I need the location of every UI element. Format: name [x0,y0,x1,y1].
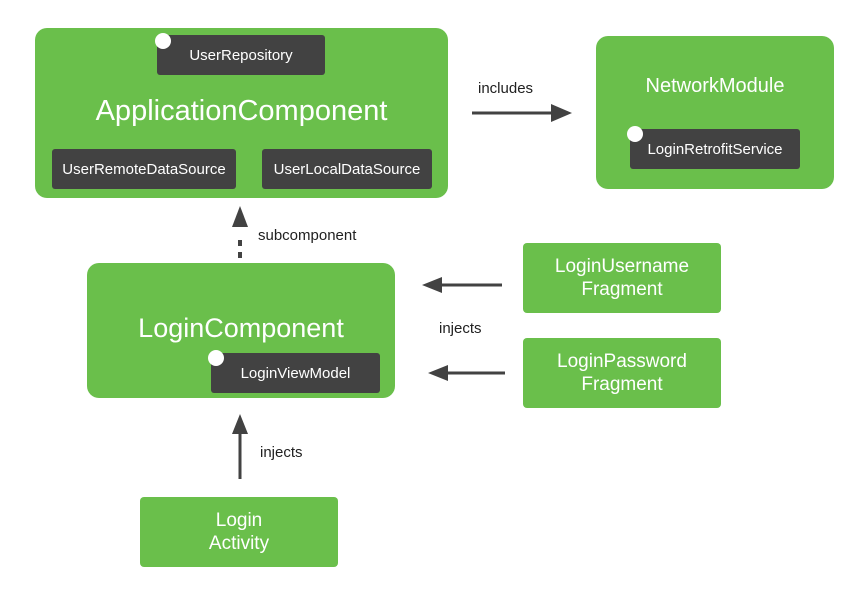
login-retrofit-service-dot [627,126,643,142]
activity-injects-label: injects [260,444,303,461]
user-remote-data-source-label: UserRemoteDataSource [62,160,226,178]
fragments-injects-label: injects [439,320,482,337]
login-activity-title: Login Activity [208,510,270,554]
login-password-fragment-title: LoginPassword Fragment [557,351,687,395]
login-view-model-label: LoginViewModel [240,364,351,382]
user-repository-chip: UserRepository [157,35,325,75]
user-local-data-source-chip: UserLocalDataSource [262,149,432,189]
username-injects-arrow-head [422,277,442,293]
network-module-box: NetworkModule LoginRetrofitService [596,36,834,189]
includes-label: includes [478,80,534,97]
user-local-data-source-label: UserLocalDataSource [273,160,421,178]
password-injects-arrow-head [428,365,448,381]
login-view-model-chip: LoginViewModel [211,353,380,393]
login-view-model-dot [208,350,224,366]
subcomponent-dot-1 [238,252,242,258]
application-component-title: ApplicationComponent [95,95,388,127]
login-username-fragment-title: LoginUsername Fragment [554,256,690,300]
login-component-box: LoginComponent LoginViewModel [87,263,395,398]
includes-arrow-head [551,104,572,122]
login-retrofit-service-chip: LoginRetrofitService [630,129,800,169]
user-repository-label: UserRepository [189,46,293,64]
login-username-fragment-box: LoginUsername Fragment [523,243,721,313]
subcomponent-dot-2 [238,240,242,246]
user-remote-data-source-chip: UserRemoteDataSource [52,149,236,189]
login-password-fragment-box: LoginPassword Fragment [523,338,721,408]
network-module-title: NetworkModule [645,75,785,97]
application-component-box: UserRepository ApplicationComponent User… [35,28,448,198]
login-activity-box: Login Activity [140,497,338,567]
login-retrofit-service-label: LoginRetrofitService [647,140,783,158]
activity-injects-arrow-head [232,414,248,434]
user-repository-dot [155,33,171,49]
subcomponent-label: subcomponent [258,227,357,244]
subcomponent-arrow-head [232,206,248,227]
login-component-title: LoginComponent [138,313,344,343]
